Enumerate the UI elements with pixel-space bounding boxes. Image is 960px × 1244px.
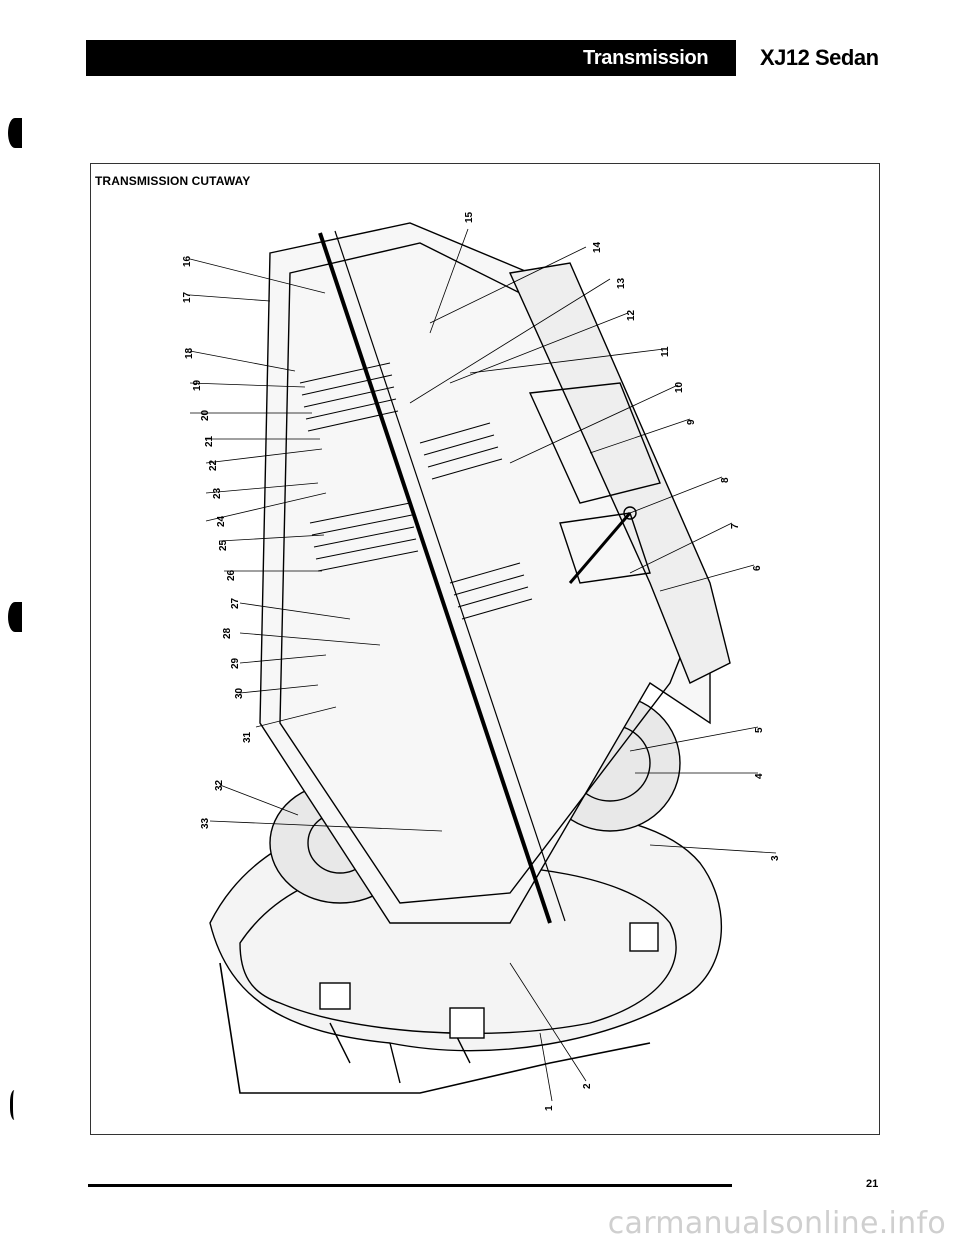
transmission-cutaway-illustration: 1 2 3 4 5 6 7 8 9 10 11 12 13 14 15 16 1… bbox=[182, 211, 781, 1111]
callout-21: 21 bbox=[204, 435, 215, 447]
model-title: XJ12 Sedan bbox=[760, 45, 879, 70]
section-title: Transmission bbox=[583, 47, 709, 69]
callout-18: 18 bbox=[184, 347, 195, 359]
callout-17: 17 bbox=[182, 291, 193, 303]
callout-19: 19 bbox=[192, 379, 203, 391]
cutaway-drawing bbox=[209, 222, 731, 1094]
binder-mark-top bbox=[8, 118, 22, 148]
binder-mark-middle bbox=[8, 602, 22, 632]
callout-28: 28 bbox=[222, 627, 233, 639]
callout-5: 5 bbox=[754, 727, 765, 733]
callout-12: 12 bbox=[626, 309, 637, 321]
binder-mark-bottom bbox=[10, 1090, 21, 1120]
watermark: carmanualsonline.info bbox=[607, 1206, 946, 1241]
callout-26: 26 bbox=[226, 569, 237, 581]
callout-13: 13 bbox=[616, 277, 627, 289]
header-bar-end bbox=[726, 40, 736, 76]
figure-frame bbox=[90, 163, 880, 1135]
callout-20: 20 bbox=[200, 409, 211, 421]
callout-29: 29 bbox=[230, 657, 241, 669]
callout-2: 2 bbox=[582, 1083, 593, 1089]
callout-3: 3 bbox=[770, 855, 781, 861]
footer-rule bbox=[88, 1184, 732, 1187]
callout-leaders bbox=[189, 228, 777, 1102]
callout-32: 32 bbox=[214, 779, 225, 791]
callout-22: 22 bbox=[208, 459, 219, 471]
callout-24: 24 bbox=[216, 515, 227, 527]
callout-1: 1 bbox=[544, 1105, 555, 1111]
callout-6: 6 bbox=[752, 565, 763, 571]
callout-30: 30 bbox=[234, 687, 245, 699]
figure-title: TRANSMISSION CUTAWAY bbox=[95, 174, 251, 188]
callout-23: 23 bbox=[212, 487, 223, 499]
callout-16: 16 bbox=[182, 255, 193, 267]
callout-31: 31 bbox=[242, 731, 253, 743]
callout-7: 7 bbox=[730, 523, 741, 529]
header-bar bbox=[86, 40, 726, 76]
callout-9: 9 bbox=[686, 419, 697, 425]
page-number: 21 bbox=[866, 1178, 879, 1190]
callout-33: 33 bbox=[200, 817, 211, 829]
callout-8: 8 bbox=[720, 477, 731, 483]
callout-labels: 1 2 3 4 5 6 7 8 9 10 11 12 13 14 15 16 1… bbox=[182, 211, 781, 1111]
callout-11: 11 bbox=[660, 346, 671, 357]
callout-25: 25 bbox=[218, 539, 229, 551]
callout-15: 15 bbox=[464, 211, 475, 223]
callout-10: 10 bbox=[674, 381, 685, 393]
callout-4: 4 bbox=[754, 773, 765, 779]
callout-14: 14 bbox=[592, 241, 603, 253]
callout-27: 27 bbox=[230, 597, 241, 609]
